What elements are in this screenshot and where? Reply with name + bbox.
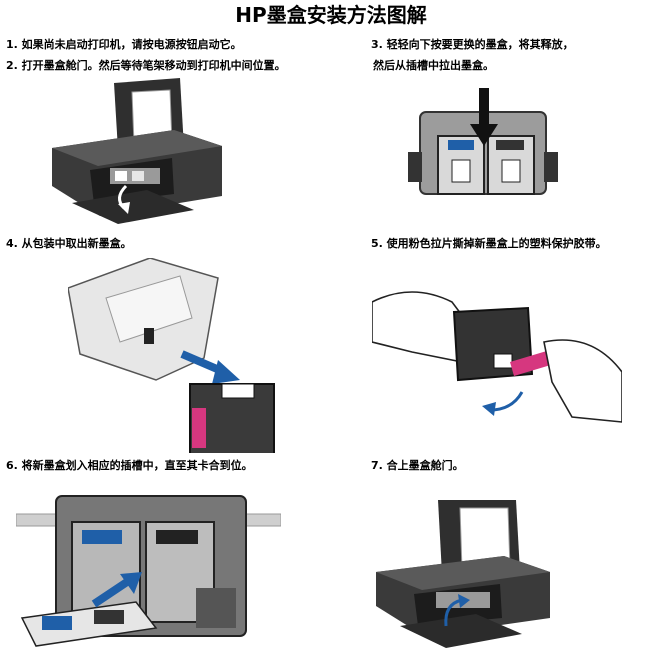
step-2-text: 2. 打开墨盒舱门。然后等待笔架移动到打印机中间位置。 [6,59,286,72]
remove-cartridge-illustration [408,88,558,195]
insert-cartridge-illustration [16,495,281,647]
unpack-cartridge-illustration [68,258,275,453]
step-1-text: 1. 如果尚未启动打印机，请按电源按钮启动它。 [6,38,242,51]
remove-tape-illustration [372,291,622,423]
step-3-text-cont: 然后从插槽中拉出墨盒。 [373,59,494,72]
open-printer-illustration [52,78,222,224]
step-7-text: 7. 合上墨盒舱门。 [371,459,464,472]
page-title: HP墨盒安装方法图解 [235,3,427,27]
step-3-text: 3. 轻轻向下按要更换的墨盒，将其释放， [371,38,574,51]
close-door-illustration [376,500,550,648]
step-5-text: 5. 使用粉色拉片撕掉新墨盒上的塑料保护胶带。 [371,237,607,250]
step-4-text: 4. 从包装中取出新墨盒。 [6,237,132,250]
step-6-text: 6. 将新墨盒划入相应的插槽中，直至其卡合到位。 [6,459,253,472]
